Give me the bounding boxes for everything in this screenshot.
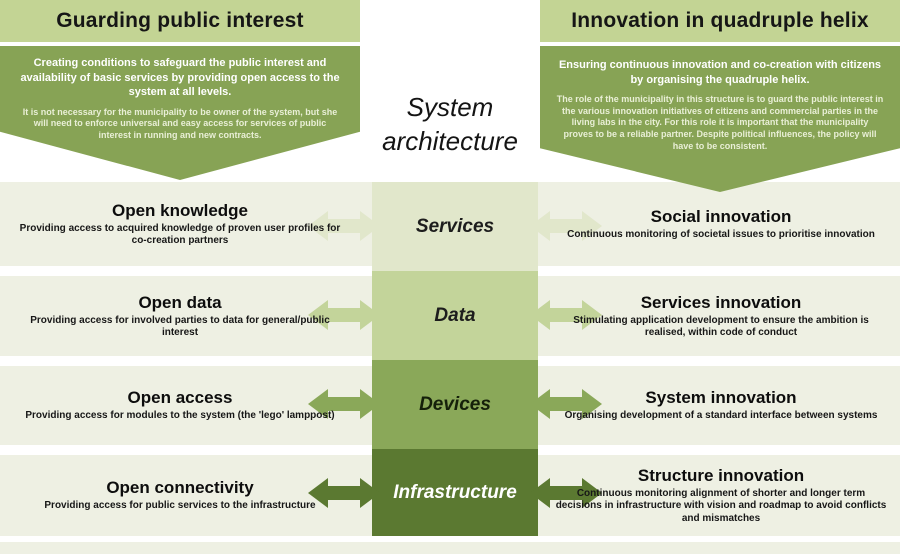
arrow-data-left-icon xyxy=(308,300,380,330)
row-desc: Organising development of a standard int… xyxy=(564,410,878,422)
layer-band-infrastructure: Infrastructure xyxy=(372,449,538,536)
row-title: Social innovation xyxy=(650,206,792,226)
layer-label-infrastructure: Infrastructure xyxy=(393,481,517,503)
layer-band-devices: Devices xyxy=(372,360,538,449)
right-row-services-innovation: Services innovation Stimulating applicat… xyxy=(553,276,889,356)
right-panel-header: Innovation in quadruple helix xyxy=(540,0,900,42)
row-desc: Providing access for public services to … xyxy=(44,500,316,512)
row-title: Open connectivity xyxy=(106,478,254,498)
left-row-open-knowledge: Open knowledge Providing access to acqui… xyxy=(15,182,345,266)
row-desc: Providing access for involved parties to… xyxy=(30,314,330,339)
arrow-devices-left-icon xyxy=(308,389,380,419)
arrow-devices-right-icon xyxy=(530,389,602,419)
right-panel-intro-text: Ensuring continuous innovation and co-cr… xyxy=(558,59,882,86)
left-panel-header-label: Guarding public interest xyxy=(56,9,304,32)
arrow-infrastructure-right-icon xyxy=(530,478,602,508)
arrow-services-right-icon xyxy=(530,211,602,241)
right-row-structure-innovation: Structure innovation Continuous monitori… xyxy=(553,455,889,536)
row-title: Open access xyxy=(127,388,233,408)
row-title: System innovation xyxy=(645,388,797,408)
row-desc: Continuous monitoring alignment of short… xyxy=(555,487,887,524)
row-title: Open data xyxy=(138,292,222,312)
row-title: Open knowledge xyxy=(111,200,249,220)
system-architecture-title: System architecture xyxy=(382,92,518,157)
right-panel-header-label: Innovation in quadruple helix xyxy=(571,9,869,32)
row-desc: Providing access to acquired knowledge o… xyxy=(19,222,341,247)
row-title: Structure innovation xyxy=(637,465,805,485)
left-panel-detail-text: It is not necessary for the municipality… xyxy=(22,106,338,140)
left-row-open-access: Open access Providing access for modules… xyxy=(15,366,345,445)
left-panel-intro-text: Creating conditions to safeguard the pub… xyxy=(20,57,340,99)
arrow-infrastructure-left-icon xyxy=(308,478,380,508)
row-desc: Stimulating application development to e… xyxy=(573,314,869,339)
row-background-strip xyxy=(0,542,900,554)
row-desc: Continuous monitoring of societal issues… xyxy=(567,228,875,240)
arrow-data-right-icon xyxy=(530,300,602,330)
right-row-social-innovation: Social innovation Continuous monitoring … xyxy=(553,182,889,266)
right-panel-detail-text: The role of the municipality in this str… xyxy=(556,94,884,151)
left-panel-description: Creating conditions to safeguard the pub… xyxy=(18,56,342,142)
left-panel-header: Guarding public interest xyxy=(0,0,360,42)
right-panel-description: Ensuring continuous innovation and co-cr… xyxy=(556,58,884,152)
row-desc: Providing access for modules to the syst… xyxy=(25,410,335,422)
layer-band-services: Services xyxy=(372,182,538,271)
layer-label-services: Services xyxy=(415,215,495,237)
left-row-open-data: Open data Providing access for involved … xyxy=(15,276,345,356)
right-row-system-innovation: System innovation Organising development… xyxy=(553,366,889,445)
layer-band-data: Data xyxy=(372,271,538,360)
layer-label-data: Data xyxy=(434,304,476,326)
arrow-services-left-icon xyxy=(308,211,380,241)
row-title: Services innovation xyxy=(640,292,802,312)
layer-label-devices: Devices xyxy=(419,393,491,415)
left-row-open-connectivity: Open connectivity Providing access for p… xyxy=(15,455,345,536)
